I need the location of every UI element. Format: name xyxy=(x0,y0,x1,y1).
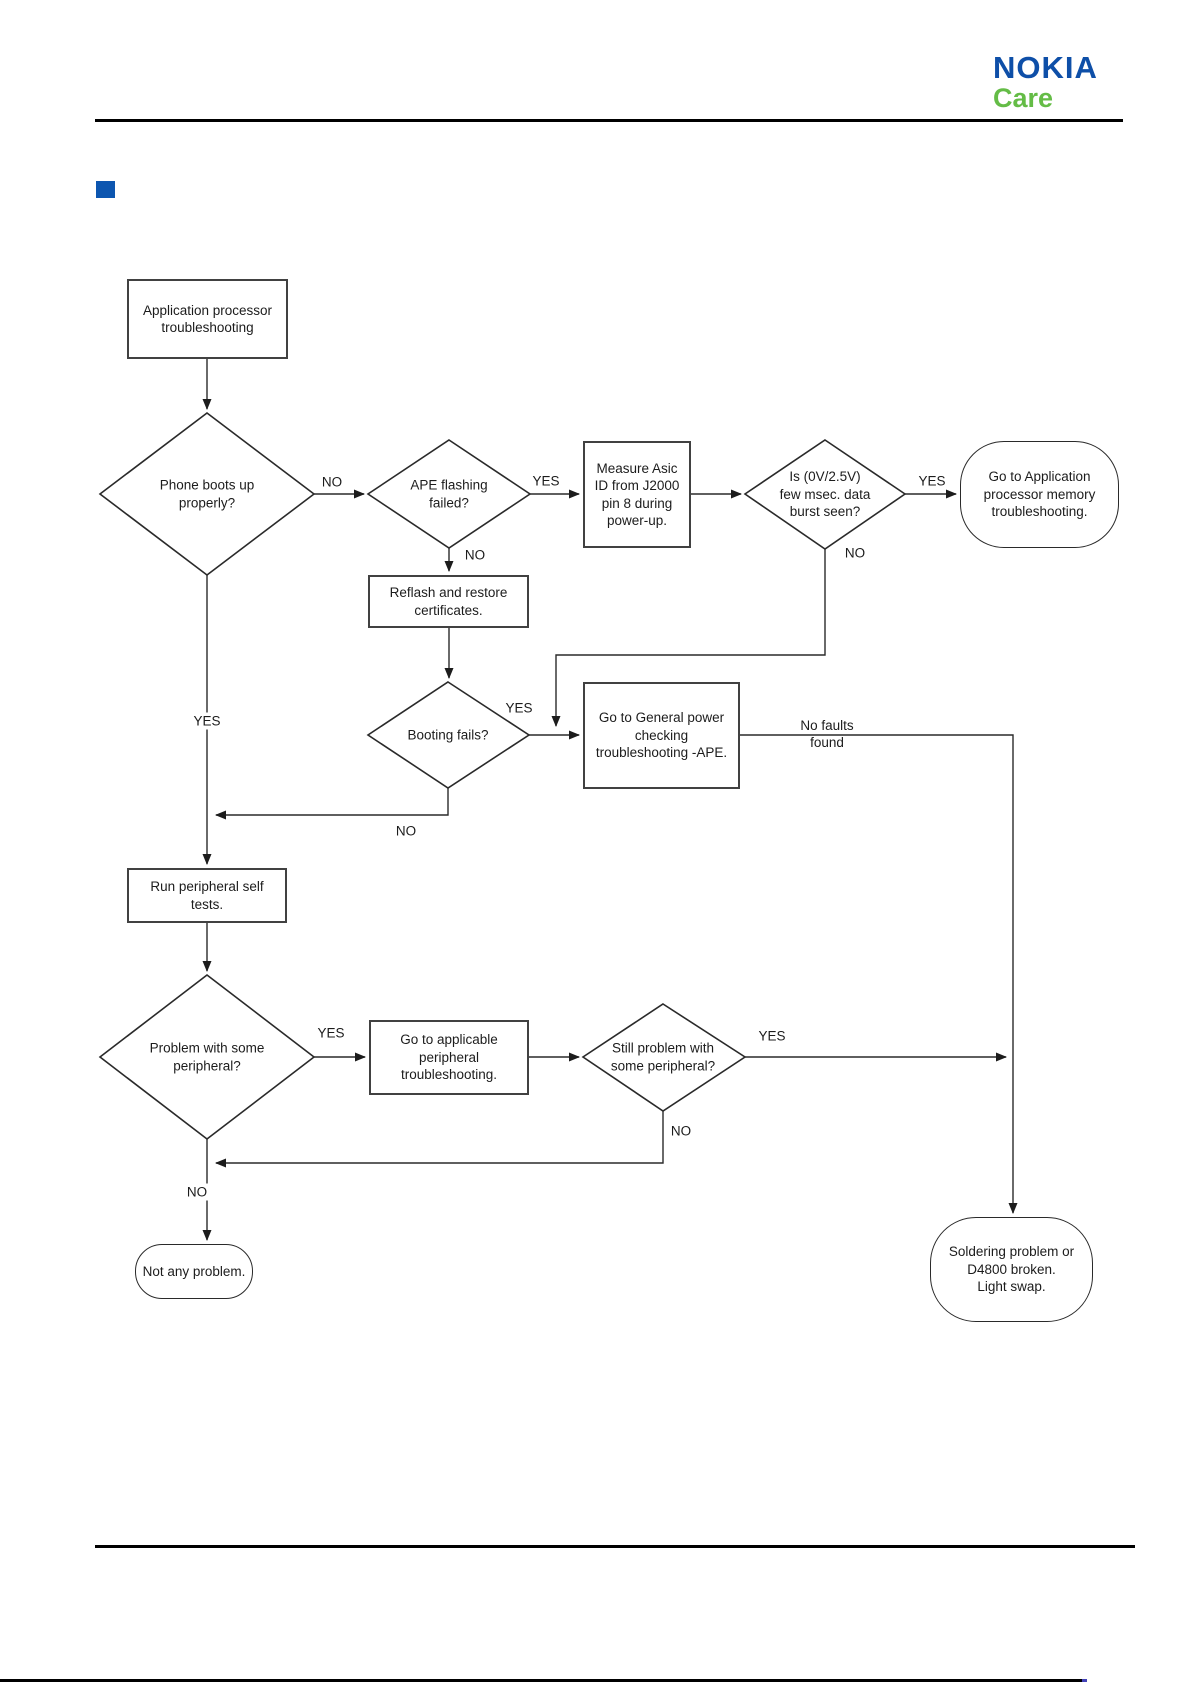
edge-nofaults-to-soldering xyxy=(740,734,1018,1214)
edge-label-burst-no: NO xyxy=(842,544,868,562)
care-wordmark: Care xyxy=(993,83,1054,113)
label-phone-boots: Phone boots up properly? xyxy=(159,477,255,511)
label-still-problem: Still problem with some peripheral? xyxy=(610,1040,716,1074)
node-go-power: Go to General power checking troubleshoo… xyxy=(583,682,740,789)
node-go-memory: Go to Application processor memory troub… xyxy=(960,441,1119,548)
decision-ape-flashing xyxy=(366,439,532,549)
edge-label-ape-yes: YES xyxy=(530,472,562,490)
page-bottom-edge xyxy=(0,1679,1082,1682)
edge-label-problem-no: NO xyxy=(184,1183,210,1201)
edge-label-burst-yes: YES xyxy=(916,472,948,490)
label-data-burst: Is (0V/2.5V) few msec. data burst seen? xyxy=(779,468,871,519)
node-measure-asic: Measure Asic ID from J2000 pin 8 during … xyxy=(583,441,691,548)
page-bottom-blue-tick xyxy=(1082,1679,1087,1682)
nokia-wordmark: NOKIA xyxy=(993,50,1098,85)
node-start: Application processor troubleshooting xyxy=(127,279,288,359)
edge-label-still-no: NO xyxy=(668,1122,694,1140)
edge-label-no-faults: No faults found xyxy=(800,718,854,750)
edge-label-booting-no: NO xyxy=(393,822,419,840)
section-bullet-icon xyxy=(96,181,115,198)
nokia-logo: NOKIA Care xyxy=(993,52,1098,112)
node-not-any-problem: Not any problem. xyxy=(135,1244,253,1299)
node-reflash: Reflash and restore certificates. xyxy=(368,575,529,628)
node-soldering: Soldering problem or D4800 broken. Light… xyxy=(930,1217,1093,1322)
edge-booting-no xyxy=(215,788,449,820)
label-ape-flashing: APE flashing failed? xyxy=(410,477,488,511)
node-go-peripheral: Go to applicable peripheral troubleshoot… xyxy=(369,1020,529,1095)
edge-label-phone-boots-yes: YES xyxy=(191,712,223,730)
decision-data-burst xyxy=(743,439,907,550)
decision-still-problem xyxy=(581,1003,747,1112)
label-booting-fails: Booting fails? xyxy=(407,727,489,743)
edge-label-phone-boots-no: NO xyxy=(319,473,345,491)
edge-label-booting-yes: YES xyxy=(503,699,535,717)
edge-label-problem-yes: YES xyxy=(315,1024,347,1042)
edge-burst-no xyxy=(551,549,826,727)
header-rule xyxy=(95,119,1123,122)
edge-label-ape-no: NO xyxy=(462,546,488,564)
label-problem-peripheral: Problem with some peripheral? xyxy=(149,1040,265,1074)
edge-label-still-yes: YES xyxy=(756,1027,788,1045)
edge-still-no xyxy=(215,1111,664,1168)
decision-phone-boots xyxy=(98,411,316,577)
decision-booting-fails xyxy=(366,681,531,789)
footer-rule xyxy=(95,1545,1135,1548)
decision-problem-peripheral xyxy=(98,973,316,1141)
node-run-tests: Run peripheral self tests. xyxy=(127,868,287,923)
